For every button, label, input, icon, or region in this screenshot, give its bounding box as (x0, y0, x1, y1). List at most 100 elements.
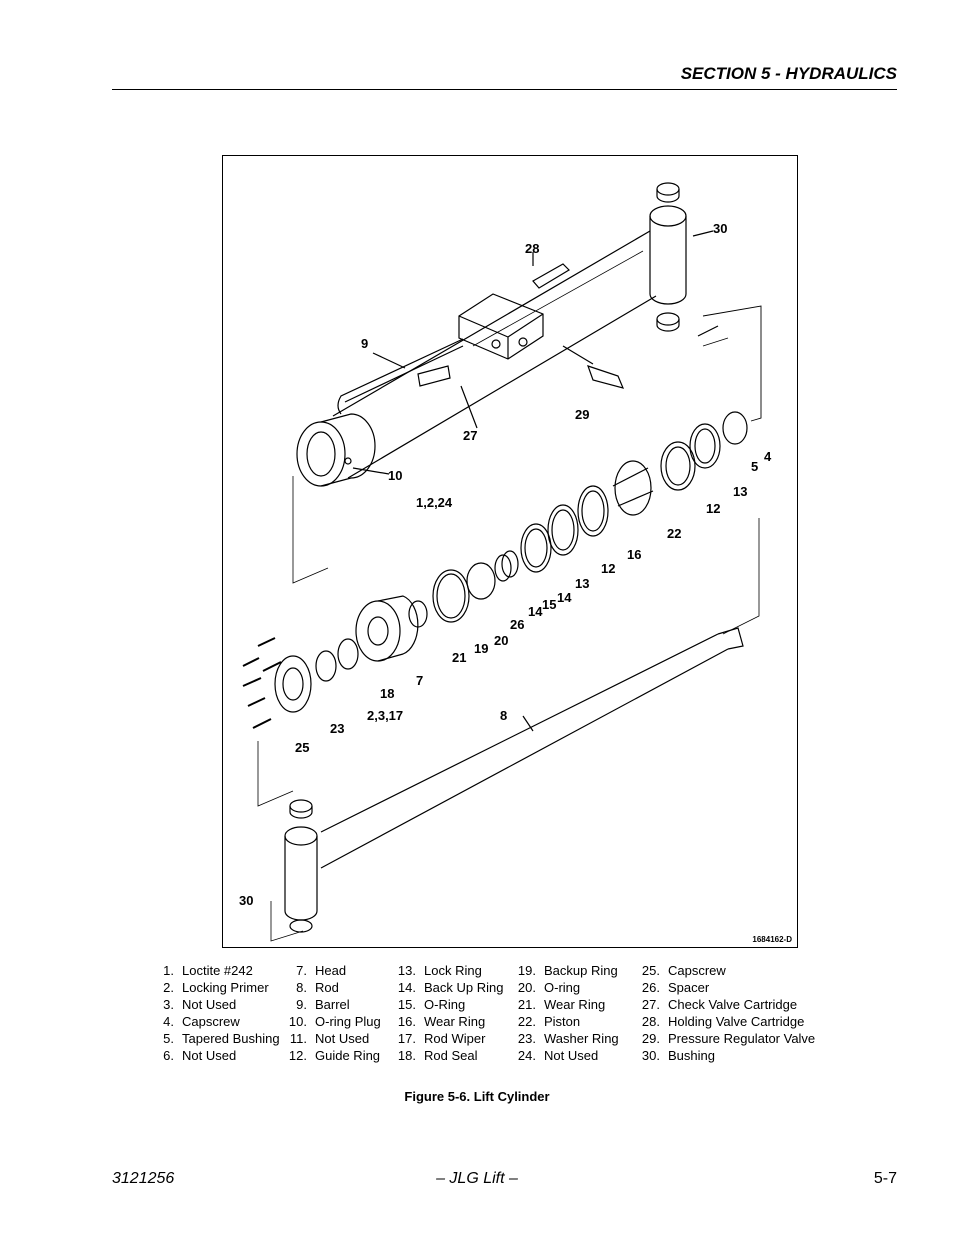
legend-item: 17.Rod Wiper (397, 1031, 486, 1046)
callout-12-right: 12 (706, 501, 720, 516)
legend-column-2: 7.Head 8.Rod 9.Barrel 10.O-ring Plug 11.… (283, 962, 381, 1064)
legend-item: 20.O-ring (517, 980, 581, 995)
legend-column-1: 1.Loctite #242 2.Locking Primer 3.Not Us… (150, 962, 280, 1064)
callout-4: 4 (764, 449, 772, 464)
legend-item: 25.Capscrew (641, 963, 726, 978)
legend-item: 21.Wear Ring (517, 997, 606, 1012)
barrel-tube (337, 338, 464, 415)
legend-item: 10.O-ring Plug (288, 1014, 381, 1029)
legend-item: 11.Not Used (289, 1031, 370, 1046)
rod-eye (284, 826, 318, 846)
legend-item: 19.Backup Ring (517, 963, 618, 978)
legend-item: 18.Rod Seal (397, 1048, 478, 1063)
callout-28: 28 (525, 241, 539, 256)
legend-item: 7.Head (296, 963, 347, 978)
bushing-bottom-lower (289, 919, 313, 933)
legend-item: 23.Washer Ring (517, 1031, 619, 1046)
legend-item: 29.Pressure Regulator Valve (641, 1031, 816, 1046)
callout-12: 12 (601, 561, 615, 576)
o-ring-20 (432, 569, 470, 623)
footer-brand: – JLG Lift – (436, 1170, 518, 1187)
bushing-top-upper (656, 182, 680, 196)
legend-item: 3.Not Used (163, 997, 237, 1012)
legend-item: 13.Lock Ring (397, 963, 482, 978)
legend-item: 2.Locking Primer (163, 980, 269, 995)
holding-valve-cartridge (532, 263, 570, 289)
legend-item: 4.Capscrew (163, 1014, 240, 1029)
callout-8: 8 (500, 708, 507, 723)
legend-item: 9.Barrel (296, 997, 350, 1012)
piston (614, 460, 652, 516)
legend-item: 6.Not Used (163, 1048, 237, 1063)
callout-30-bottom: 30 (239, 893, 253, 908)
section-title: SECTION 5 - HYDRAULICS (680, 64, 897, 83)
exploded-diagram: 30 28 9 29 27 10 4 5 13 12 1,2,24 22 16 … (239, 182, 772, 942)
callout-22: 22 (667, 526, 681, 541)
lock-ring-upper (689, 423, 721, 469)
callout-13-right: 13 (733, 484, 747, 499)
callout-7: 7 (416, 673, 423, 688)
o-ring-15 (494, 554, 512, 582)
doc-number: 3121256 (112, 1170, 175, 1187)
pressure-regulator-valve (587, 365, 625, 389)
bushing-bottom-upper (289, 799, 313, 813)
rod-seal (337, 638, 359, 670)
tapered-bushing (722, 411, 748, 445)
valve-block (458, 293, 544, 360)
check-valve-cartridge (417, 365, 451, 387)
barrel-trunnion (649, 205, 687, 227)
header-rule (112, 89, 897, 90)
head (355, 600, 401, 662)
callout-16: 16 (627, 547, 641, 562)
capscrews (242, 637, 282, 729)
callout-27: 27 (463, 428, 477, 443)
rod-thread (717, 627, 744, 650)
legend-item: 5.Tapered Bushing (163, 1031, 280, 1046)
callout-20: 20 (494, 633, 508, 648)
back-up-ring (501, 550, 519, 578)
callout-5: 5 (751, 459, 758, 474)
rod-wiper (315, 650, 337, 682)
rod (320, 633, 729, 869)
callout-25: 25 (295, 740, 309, 755)
page-number: 5-7 (873, 1170, 897, 1187)
callout-1-2-24: 1,2,24 (416, 495, 453, 510)
legend-item: 14.Back Up Ring (397, 980, 504, 995)
legend-column-4: 19.Backup Ring 20.O-ring 21.Wear Ring 22… (512, 962, 619, 1064)
legend-column-5: 25.Capscrew 26.Spacer 27.Check Valve Car… (636, 962, 815, 1064)
callout-14-b: 14 (528, 604, 543, 619)
washer-ring (274, 655, 312, 713)
lock-ring-13 (520, 523, 552, 573)
drawing-id: 1684162-D (752, 935, 792, 944)
callout-10: 10 (388, 468, 402, 483)
callout-29: 29 (575, 407, 589, 422)
callout-19: 19 (474, 641, 488, 656)
callout-9: 9 (361, 336, 368, 351)
callout-14-a: 14 (557, 590, 572, 605)
legend-item: 15.O-Ring (397, 997, 466, 1012)
callout-21: 21 (452, 650, 466, 665)
guide-ring-12 (547, 504, 579, 556)
legend-column-3: 13.Lock Ring 14.Back Up Ring 15.O-Ring 1… (392, 962, 504, 1064)
bushing-top-lower (656, 312, 680, 326)
callout-30-top: 30 (713, 221, 727, 236)
guide-ring-upper (660, 441, 696, 491)
legend-item: 22.Piston (517, 1014, 581, 1029)
legend-item: 24.Not Used (517, 1048, 599, 1063)
lift-cylinder-figure: 30 28 9 29 27 10 4 5 13 12 1,2,24 22 16 … (222, 155, 798, 948)
legend-item: 1.Loctite #242 (163, 963, 253, 978)
barrel (332, 230, 657, 479)
wear-ring-16 (577, 485, 609, 537)
callout-23: 23 (330, 721, 344, 736)
legend-item: 30.Bushing (641, 1048, 715, 1063)
callout-18: 18 (380, 686, 394, 701)
legend-item: 8.Rod (296, 980, 339, 995)
callout-13: 13 (575, 576, 589, 591)
legend-item: 26.Spacer (641, 980, 710, 995)
figure-caption: Figure 5-6. Lift Cylinder (404, 1089, 550, 1104)
callout-15: 15 (542, 597, 556, 612)
legend-item: 12.Guide Ring (288, 1048, 381, 1063)
legend-item: 28.Holding Valve Cartridge (641, 1014, 805, 1029)
callout-2-3-17: 2,3,17 (367, 708, 403, 723)
legend-item: 16.Wear Ring (397, 1014, 486, 1029)
